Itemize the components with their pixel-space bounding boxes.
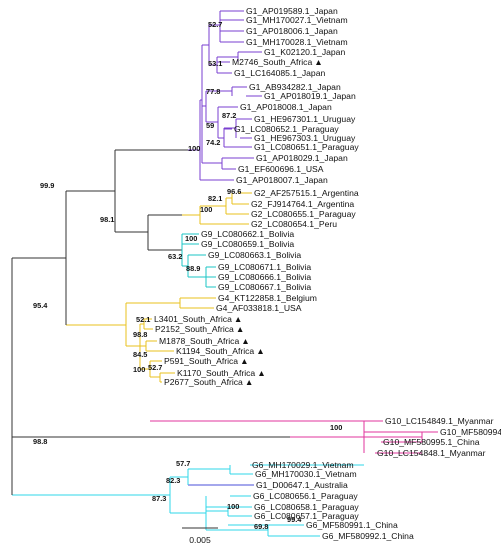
leaf-label: G1_LC080652.1_Paraguay <box>234 124 339 134</box>
bootstrap-label: 98.8 <box>133 330 147 339</box>
leaf-label: G9_LC080662.1_Bolivia <box>201 229 294 239</box>
triangle-marker: ▲ <box>245 377 254 387</box>
bootstrap-label: 52.7 <box>148 363 162 372</box>
triangle-marker: ▲ <box>257 368 266 378</box>
bootstrap-label: 95.4 <box>33 301 48 310</box>
leaf-label: G6_LC080657.1_Paraguay <box>254 511 359 521</box>
bootstrap-label: 52.7 <box>208 20 222 29</box>
leaf-label: P2152_South_Africa <box>155 324 234 334</box>
bootstrap-label: 100 <box>200 205 212 214</box>
bootstrap-label: 82.3 <box>166 476 180 485</box>
leaf-label: G1_AP018008.1_Japan <box>240 102 332 112</box>
leaf-label: G1_AP018007.1_Japan <box>236 175 328 185</box>
bootstrap-label: 100 <box>330 423 342 432</box>
bootstrap-label: 57.7 <box>176 459 190 468</box>
leaf-label: G10_MF580994.1_China <box>440 427 501 437</box>
scale-bar-label: 0.005 <box>189 535 211 545</box>
bootstrap-label: 77.8 <box>206 87 220 96</box>
leaf-label: G1_LC164085.1_Japan <box>234 68 325 78</box>
leaf-label: G6_MH170030.1_Vietnam <box>255 469 357 479</box>
leaf-label: G9_LC080663.1_Bolivia <box>208 250 301 260</box>
triangle-marker: ▲ <box>234 314 243 324</box>
bootstrap-label: 98.1 <box>100 215 114 224</box>
leaf-label: G1_AB934282.1_Japan <box>249 82 341 92</box>
leaf-label: G1_LC080651.1_Paraguay <box>254 142 359 152</box>
bootstrap-label: 100 <box>133 365 145 374</box>
leaf-label: G1_AP019589.1_Japan <box>246 6 338 16</box>
bootstrap-label: 53.1 <box>208 59 222 68</box>
leaf-label: G1_EF600696.1_USA <box>238 164 324 174</box>
bootstrap-label: 100 <box>188 144 200 153</box>
leaf-label: M2746_South_Africa <box>232 57 312 67</box>
leaf-label: K1194_South_Africa <box>176 346 254 356</box>
leaf-label: G9_LC080666.1_Bolivia <box>218 272 311 282</box>
triangle-marker: ▲ <box>236 324 245 334</box>
leaf-label: G1_D00647.1_Australia <box>256 480 348 490</box>
bootstrap-values: 52.7 53.1 77.8 87.2 59 74.2 100 99.9 96.6 82.1 100… <box>33 20 342 531</box>
leaf-label: G2_FJ914764.1_Argentina <box>251 199 354 209</box>
leaf-label: G9_LC080659.1_Bolivia <box>201 239 294 249</box>
leaf-label: G1_K02120.1_Japan <box>264 47 345 57</box>
leaf-label: G9_LC080667.1_Bolivia <box>218 282 311 292</box>
triangle-marker: ▲ <box>241 336 250 346</box>
bootstrap-label: 96.6 <box>227 187 241 196</box>
leaf-label: G6_LC080658.1_Paraguay <box>254 502 359 512</box>
leaf-label: G6_MH170029.1_Vietnam <box>252 460 354 470</box>
leaf-label: G2_AF257515.1_Argentina <box>254 188 359 198</box>
leaf-label: G1_HE967303.1_Uruguay <box>254 133 356 143</box>
leaf-label: G9_LC080671.1_Bolivia <box>218 262 311 272</box>
leaf-label: G10_LC154849.1_Myanmar <box>385 416 494 426</box>
leaf-label: G6_LC080656.1_Paraguay <box>253 491 358 501</box>
bootstrap-label: 84.5 <box>133 350 147 359</box>
leaf-label: G1_HE967301.1_Uruguay <box>254 114 356 124</box>
triangle-marker: ▲ <box>240 356 249 366</box>
leaf-label: L3401_South_Africa <box>154 314 232 324</box>
triangle-marker: ▲ <box>256 346 265 356</box>
tree-branches <box>11 10 438 537</box>
leaf-label: G2_LC080655.1_Paraguay <box>251 209 356 219</box>
leaf-label: G10_MF580995.1_China <box>383 437 480 447</box>
bootstrap-label: 88.9 <box>186 264 200 273</box>
scale-bar: 0.005 <box>182 527 218 545</box>
leaf-label: P2677_South_Africa <box>164 377 243 387</box>
bootstrap-label: 99.9 <box>40 181 54 190</box>
leaf-label: P591_South_Africa <box>164 356 238 366</box>
bootstrap-label: 100 <box>227 502 239 511</box>
bootstrap-label: 69.8 <box>254 522 268 531</box>
leaf-label: G1_MH170028.1_Vietnam <box>246 37 348 47</box>
bootstrap-label: 59 <box>206 121 214 130</box>
bootstrap-label: 98.8 <box>33 437 47 446</box>
leaf-label: G10_LC154848.1_Myanmar <box>377 448 486 458</box>
leaf-labels: G1_AP019589.1_JapanG1_MH170027.1_Vietnam… <box>154 6 501 541</box>
leaf-label: G1_AP018029.1_Japan <box>256 153 348 163</box>
leaf-label: G1_AP018006.1_Japan <box>246 26 338 36</box>
bootstrap-label: 100 <box>185 234 197 243</box>
bootstrap-label: 87.3 <box>152 494 166 503</box>
bootstrap-label: 87.2 <box>222 111 236 120</box>
leaf-label: G2_LC080654.1_Peru <box>251 219 337 229</box>
leaf-label: G1_MH170027.1_Vietnam <box>246 15 348 25</box>
leaf-label: G6_MF580991.1_China <box>306 520 398 530</box>
leaf-label: K1170_South_Africa <box>177 368 255 378</box>
leaf-label: G4_AF033818.1_USA <box>216 303 302 313</box>
bootstrap-label: 63.2 <box>168 252 182 261</box>
leaf-label: G1_AP018019.1_Japan <box>264 91 356 101</box>
leaf-label: M1878_South_Africa <box>159 336 239 346</box>
bootstrap-label: 99.4 <box>287 515 302 524</box>
leaf-label: G6_MF580992.1_China <box>322 531 414 541</box>
leaf-label: G4_KT122858.1_Belgium <box>218 293 317 303</box>
bootstrap-label: 52.1 <box>136 315 150 324</box>
bootstrap-label: 74.2 <box>206 138 220 147</box>
triangle-marker: ▲ <box>314 57 323 67</box>
bootstrap-label: 82.1 <box>208 194 222 203</box>
